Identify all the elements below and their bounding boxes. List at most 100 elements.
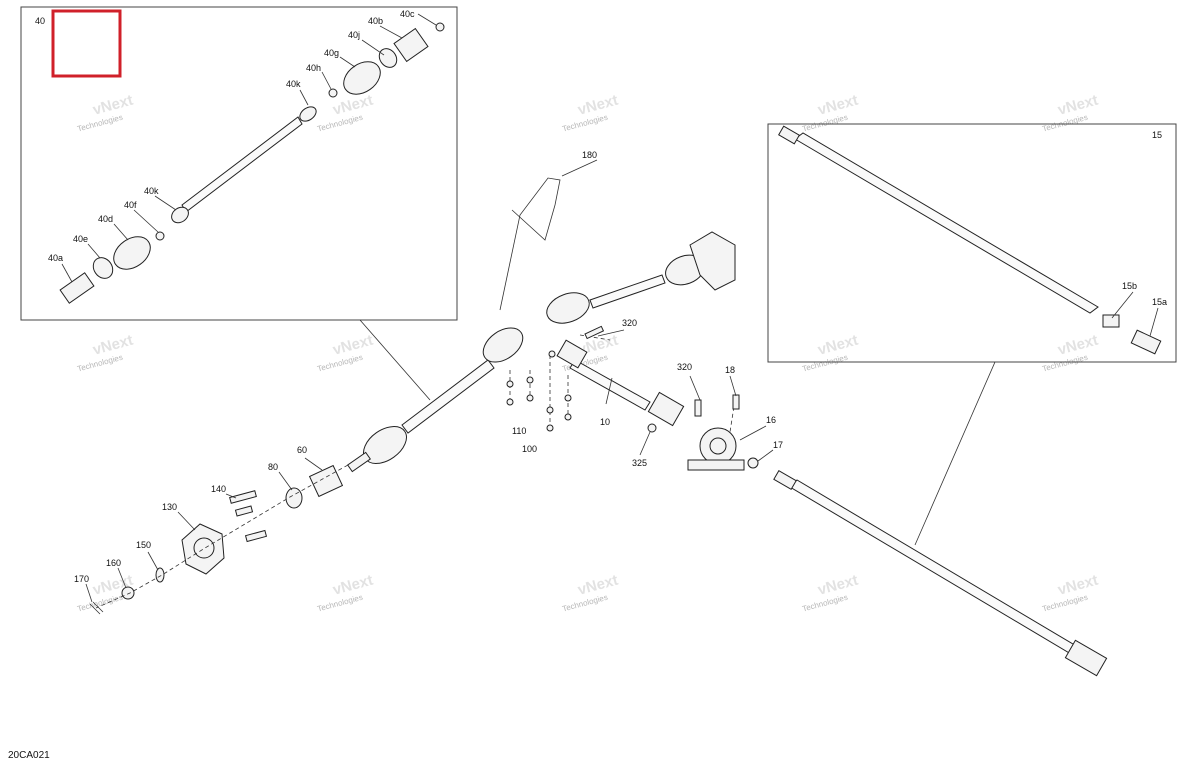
watermark: vNext Technologies: [561, 572, 620, 614]
yoke-15b: [1102, 314, 1120, 328]
callout-40a: 40a: [48, 253, 63, 263]
watermark: vNext Technologies: [1041, 572, 1100, 614]
clamp-40j: [378, 48, 398, 68]
washer: [506, 380, 514, 388]
center-prop-shaft-10: [556, 339, 685, 427]
clip-40h: [328, 88, 338, 98]
hub-center: [193, 537, 215, 559]
bolt-18: [732, 394, 740, 410]
callout-320-front: 320: [622, 318, 637, 328]
nut-325: [647, 423, 657, 433]
callout-40h: 40h: [306, 63, 321, 73]
washer-150: [155, 567, 165, 583]
bolt-head: [526, 394, 534, 402]
bolt: [229, 490, 257, 504]
carrier-bearing-hole: [709, 437, 727, 455]
callout-40c: 40c: [400, 9, 415, 19]
callout-110: 110: [512, 426, 526, 436]
watermark: vNext Technologies: [561, 92, 620, 134]
callout-17: 17: [773, 440, 783, 450]
prop-shaft-tube: [794, 132, 1099, 314]
assembly-axis: [579, 334, 611, 341]
differential-housing: [689, 231, 736, 291]
watermark: vNext Technologies: [316, 572, 375, 614]
washer: [564, 394, 572, 402]
watermark: vNext Technologies: [801, 92, 860, 134]
assembly-axis: [95, 464, 349, 609]
bolt-320-rear: [694, 399, 702, 417]
leader-lines: [61, 13, 1159, 603]
callout-80: 80: [268, 462, 278, 472]
spider-40k-upper: [299, 106, 317, 122]
diff-shaft-tube: [589, 274, 666, 309]
prop-shaft-spline: [778, 125, 800, 145]
watermark: vNext Technologies: [76, 92, 135, 134]
diff-boot-left: [546, 292, 590, 324]
callout-60: 60: [297, 445, 307, 455]
o-ring-17: [747, 457, 759, 469]
bearing-60: [308, 464, 344, 498]
watermark: vNext Technologies: [801, 572, 860, 614]
washer: [526, 376, 534, 384]
callout-100: 100: [522, 444, 537, 454]
rear-drive-shaft: [773, 469, 1108, 677]
prop-shaft-15: [778, 125, 1162, 355]
bolt: [244, 529, 268, 543]
callout-150: 150: [136, 540, 151, 550]
axle-boot-inner: [482, 327, 524, 363]
rear-shaft-yoke: [1064, 639, 1108, 677]
axle-shaft-tube: [401, 359, 495, 434]
clamp-40e: [92, 257, 114, 279]
callout-10: 10: [600, 417, 610, 427]
callout-16: 16: [766, 415, 776, 425]
bolt-320: [584, 325, 605, 340]
washer: [546, 406, 554, 414]
carrier-bearing-base: [687, 459, 745, 471]
circlip-40c: [435, 22, 445, 32]
callout-40e: 40e: [73, 234, 88, 244]
callout-180: 180: [582, 150, 597, 160]
shaft-body: [181, 116, 303, 213]
clip-40f: [155, 231, 165, 241]
plug: [548, 350, 556, 358]
highlight-marker: [51, 9, 122, 78]
watermark: vNext Technologies: [316, 92, 375, 134]
bolt: [234, 505, 254, 517]
detail-box-leader: [359, 319, 431, 401]
bolt-head: [506, 398, 514, 406]
callout-40: 40: [35, 16, 45, 26]
callout-15a: 15a: [1152, 297, 1167, 307]
carrier-bearing-16: [687, 427, 745, 471]
callout-40k-lower: 40k: [144, 186, 159, 196]
front-axle-shaft: [346, 327, 524, 473]
center-shaft-yoke-rear: [647, 391, 685, 427]
spider-40k-lower: [171, 206, 189, 224]
watermark: vNext Technologies: [1041, 332, 1100, 374]
bolt-head: [564, 413, 572, 421]
housing-40b: [393, 27, 429, 63]
detail-box-leader: [914, 361, 996, 546]
detail-box-drive-shaft: [20, 6, 458, 321]
boot-40d: [113, 236, 151, 270]
callout-18: 18: [725, 365, 735, 375]
bolts-100-110: [506, 350, 572, 432]
differential-shaft: [546, 231, 736, 324]
callout-40k-upper: 40k: [286, 79, 301, 89]
callout-40j: 40j: [348, 30, 360, 40]
callout-40d: 40d: [98, 214, 113, 224]
assembly-axis: [729, 399, 736, 433]
watermark: vNext Technologies: [76, 332, 135, 374]
bolt-head: [546, 424, 554, 432]
callout-160: 160: [106, 558, 121, 568]
watermark: vNext Technologies: [1041, 92, 1100, 134]
callout-320-rear: 320: [677, 362, 692, 372]
detail-box-prop-shaft: [767, 123, 1177, 363]
retaining-ring-80: [285, 487, 303, 509]
callout-labels: 40 40c 40b 40j 40g 40h 40k 40k 40f 40d 4…: [35, 9, 1167, 584]
callout-15b: 15b: [1122, 281, 1137, 291]
callout-40f: 40f: [124, 200, 137, 210]
center-shaft-yoke-front: [556, 339, 588, 369]
figure-code: 20CA021: [8, 750, 50, 761]
wheel-hub-130: [181, 523, 225, 575]
rear-shaft-tube: [789, 479, 1084, 658]
